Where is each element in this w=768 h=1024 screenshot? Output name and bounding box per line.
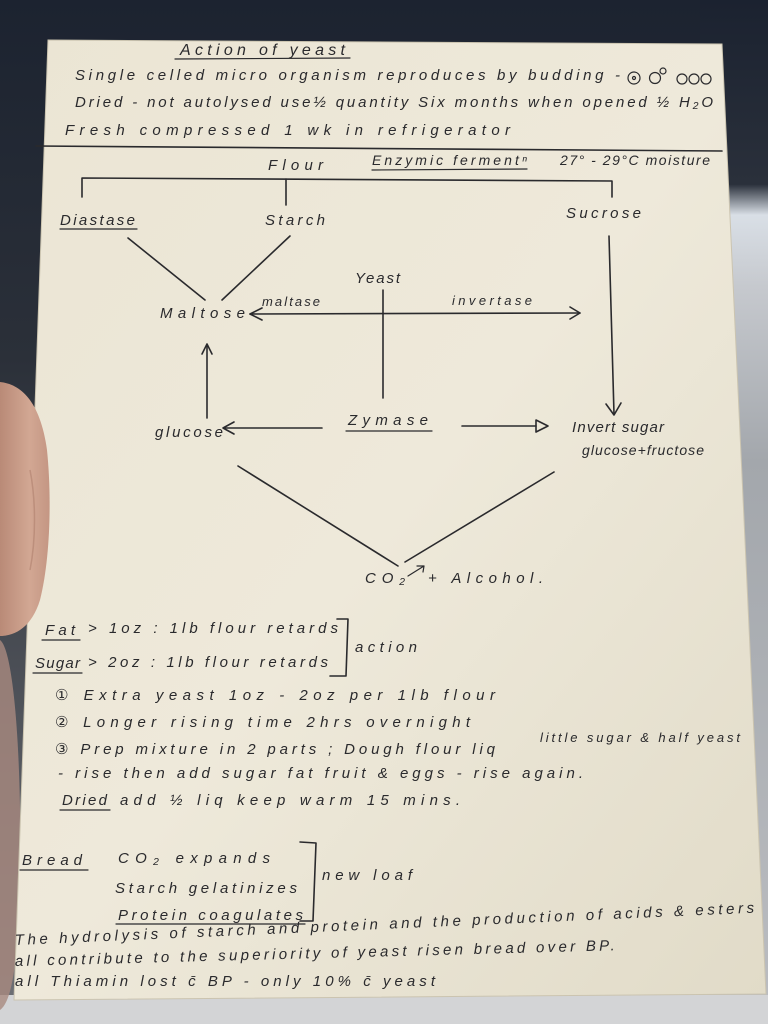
table-surface xyxy=(0,995,768,1024)
enzyme-arrow-line xyxy=(249,312,581,315)
sucrose-arrow-line xyxy=(608,235,615,415)
invert-sugar-label: Invert sugar xyxy=(572,419,665,436)
sucrose-label: Sucrose xyxy=(566,205,641,222)
zymase-to-glucose-arrowhead xyxy=(222,421,235,435)
flour-bracket xyxy=(81,177,613,198)
dried-text: add ½ liq keep warm 15 mins. xyxy=(120,792,460,809)
enzymic-label: Enzymic fermentⁿ xyxy=(372,152,527,168)
conditions-label: 27° - 29°C moisture xyxy=(559,152,710,168)
enzymic-underline xyxy=(371,168,528,171)
remedy-3-aside: little sugar & half yeast xyxy=(540,730,741,745)
header-line-1: Single celled micro organism reproduces … xyxy=(75,67,620,84)
fat-label: Fat xyxy=(45,622,76,639)
bread-item-2: Starch gelatinizes xyxy=(115,880,298,897)
dried-label: Dried xyxy=(62,792,108,809)
maltose-label: Maltose xyxy=(160,305,245,322)
sugar-label: Sugar xyxy=(35,655,81,672)
flour-label: Flour xyxy=(268,157,324,174)
sucrose-arrowhead xyxy=(605,402,622,416)
starch-to-maltose-line xyxy=(221,235,291,301)
glucose-to-products-line xyxy=(237,465,399,567)
bread-item-1: CO₂ expands xyxy=(118,850,271,867)
yeast-label: Yeast xyxy=(355,270,401,287)
glucose-label: glucose xyxy=(155,424,223,441)
zymase-label: Zymase xyxy=(347,412,428,429)
remedy-3: ③ Prep mixture in 2 parts ; Dough flour … xyxy=(55,741,496,758)
glucose-maltose-arrowhead xyxy=(201,343,213,355)
diastase-to-maltose-line xyxy=(127,237,206,301)
remedy-3-continued: - rise then add sugar fat fruit & eggs -… xyxy=(58,765,583,782)
header-divider xyxy=(35,145,723,152)
fat-text: > 1oz : 1lb flour retards xyxy=(88,620,339,637)
retard-bracket xyxy=(329,618,349,677)
thumbnail-edge xyxy=(29,469,36,571)
co2-label: CO₂ xyxy=(365,570,405,587)
invertase-label: invertase xyxy=(452,293,532,308)
zymase-to-invert-arrowhead xyxy=(535,419,549,433)
header-line-2: Dried - not autolysed use½ quantity Six … xyxy=(75,94,713,111)
glucose-fructose-label: glucose+fructose xyxy=(582,442,704,458)
sugar-text: > 2oz : 1lb flour retards xyxy=(88,654,329,671)
bread-item-3: Protein coagulates xyxy=(118,907,304,924)
maltase-label: maltase xyxy=(262,294,320,309)
bread-bracket xyxy=(299,841,317,922)
new-loaf-label: new loaf xyxy=(322,867,414,884)
bread-label: Bread xyxy=(22,852,83,869)
budding-cells-icon xyxy=(627,67,712,85)
header-line-3: Fresh compressed 1 wk in refrigerator xyxy=(65,122,511,139)
co2-arrow-icon xyxy=(407,565,425,577)
thumb xyxy=(0,382,50,636)
title-underline xyxy=(174,57,351,60)
maltase-arrowhead xyxy=(249,307,263,321)
card xyxy=(13,39,767,1001)
invert-to-products-line xyxy=(404,471,555,563)
hand xyxy=(0,640,21,1010)
invertase-arrowhead xyxy=(569,306,581,320)
footer-line-3: all Thiamin lost c̄ BP - only 10% c̄ yea… xyxy=(15,973,436,990)
